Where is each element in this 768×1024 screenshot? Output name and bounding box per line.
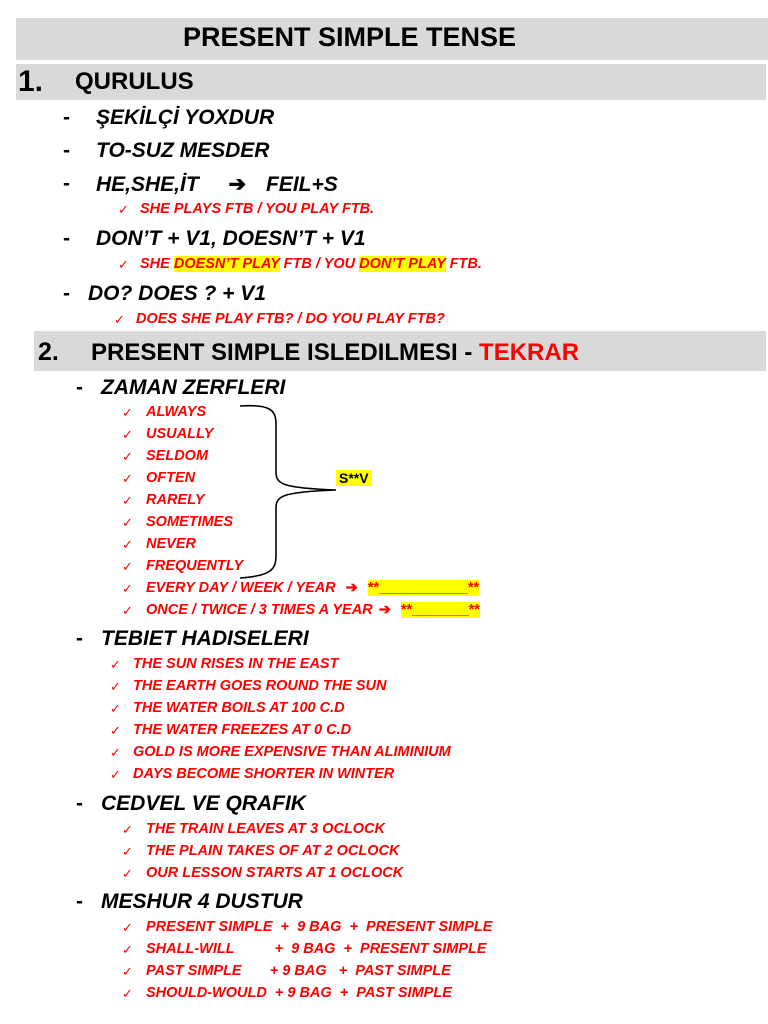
bullet-dash: - <box>63 172 70 195</box>
section2-heading-tekrar: TEKRAR <box>479 339 580 366</box>
adverb-item: RARELY <box>146 492 205 508</box>
check-icon: ✓ <box>122 471 133 486</box>
cedvel-item: THE TRAIN LEAVES AT 3 OCLOCK <box>146 821 385 837</box>
check-icon: ✓ <box>114 312 125 327</box>
meshur-item: SHOULD-WOULD + 9 BAG + PAST SIMPLE <box>146 985 452 1001</box>
check-icon: ✓ <box>122 920 133 935</box>
highlight-doesnt-play: DOESN’T PLAY <box>173 256 280 272</box>
arrow-right-icon: ➔ <box>345 580 358 596</box>
section2-number: 2. <box>38 338 59 366</box>
check-icon: ✓ <box>118 257 129 272</box>
check-icon: ✓ <box>122 427 133 442</box>
check-icon: ✓ <box>122 559 133 574</box>
check-icon: ✓ <box>122 405 133 420</box>
bullet-dash: - <box>63 227 70 250</box>
section2-heading: PRESENT SIMPLE ISLEDILMESI - TEKRAR <box>91 339 579 367</box>
check-icon: ✓ <box>110 723 121 738</box>
adverb-item: NEVER <box>146 536 196 552</box>
section1-number: 1. <box>18 65 44 98</box>
tebiet-item: DAYS BECOME SHORTER IN WINTER <box>133 766 395 782</box>
feil-s-text: FEIL+S <box>265 173 338 196</box>
meshur-item: PAST SIMPLE + 9 BAG + PAST SIMPLE <box>146 963 451 979</box>
meshur-heading: MESHUR 4 DUSTUR <box>101 890 303 913</box>
tebiet-item: THE WATER BOILS AT 100 C.D <box>133 700 345 716</box>
check-icon: ✓ <box>122 603 133 618</box>
meshur-item: PRESENT SIMPLE + 9 BAG + PRESENT SIMPLE <box>146 919 493 935</box>
right-brace-icon <box>239 404 337 579</box>
check-icon: ✓ <box>122 986 133 1001</box>
example-part: SHE <box>140 256 174 272</box>
section2-heading-text: PRESENT SIMPLE ISLEDILMESI - <box>91 339 480 366</box>
bullet-dash: - <box>76 627 83 650</box>
example-part: FTB. <box>445 256 482 272</box>
check-icon: ✓ <box>122 964 133 979</box>
section1-item-he-she-it: HE,SHE,İT ➔ FEIL+S <box>96 172 338 197</box>
section1-example-question: DOES SHE PLAY FTB? / DO YOU PLAY FTB? <box>136 311 445 327</box>
every-day-text: EVERY DAY / WEEK / YEAR <box>146 580 336 596</box>
bullet-dash: - <box>63 106 70 129</box>
section2-band <box>34 331 766 371</box>
cedvel-heading: CEDVEL VE QRAFIK <box>101 792 306 815</box>
cedvel-item: OUR LESSON STARTS AT 1 OCLOCK <box>146 865 404 881</box>
meshur-item: SHALL-WILL + 9 BAG + PRESENT SIMPLE <box>146 941 487 957</box>
he-she-it-text: HE,SHE,İT <box>96 173 199 196</box>
tebiet-item: GOLD IS MORE EXPENSIVE THAN ALIMINIUM <box>133 744 451 760</box>
s-v-note: S**V <box>336 470 372 486</box>
check-icon: ✓ <box>122 581 133 596</box>
check-icon: ✓ <box>110 657 121 672</box>
check-icon: ✓ <box>110 767 121 782</box>
title-band <box>16 18 768 60</box>
highlight-dont-play: DON’T PLAY <box>359 256 446 272</box>
section1-example-negative: SHE DOESN’T PLAY FTB / YOU DON’T PLAY FT… <box>140 256 482 272</box>
example-part: FTB / YOU <box>279 256 360 272</box>
arrow-right-icon: ➔ <box>228 173 247 196</box>
adverb-item: OFTEN <box>146 470 196 486</box>
tebiet-item: THE WATER FREEZES AT 0 C.D <box>133 722 352 738</box>
bullet-dash: - <box>76 890 83 913</box>
check-icon: ✓ <box>110 679 121 694</box>
check-icon: ✓ <box>122 537 133 552</box>
bullet-dash: - <box>63 139 70 162</box>
section1-heading: QURULUS <box>75 68 194 95</box>
adverb-item: SELDOM <box>146 448 209 464</box>
adverb-item: FREQUENTLY <box>146 558 244 574</box>
bullet-dash: - <box>76 792 83 815</box>
page-title: PRESENT SIMPLE TENSE <box>183 22 517 52</box>
cedvel-item: THE PLAIN TAKES OF AT 2 OCLOCK <box>146 843 400 859</box>
section1-item-to-suz: TO-SUZ MESDER <box>96 139 270 162</box>
section1-item-do-does: DO? DOES ? + V1 <box>88 282 266 305</box>
section1-example-plays: SHE PLAYS FTB / YOU PLAY FTB. <box>140 201 375 217</box>
check-icon: ✓ <box>122 942 133 957</box>
check-icon: ✓ <box>122 822 133 837</box>
check-icon: ✓ <box>110 701 121 716</box>
bullet-dash: - <box>63 282 70 305</box>
check-icon: ✓ <box>110 745 121 760</box>
check-icon: ✓ <box>122 449 133 464</box>
every-day-blank: **___________** <box>367 580 480 596</box>
check-icon: ✓ <box>122 844 133 859</box>
once-twice-text: ONCE / TWICE / 3 TIMES A YEAR <box>146 602 373 618</box>
adverb-item: ALWAYS <box>146 404 207 420</box>
bullet-dash: - <box>76 376 83 399</box>
check-icon: ✓ <box>122 866 133 881</box>
zaman-heading: ZAMAN ZERFLERI <box>101 376 286 399</box>
every-day-line: EVERY DAY / WEEK / YEAR ➔ **___________*… <box>146 580 480 596</box>
adverb-item: USUALLY <box>146 426 214 442</box>
section1-band <box>16 64 766 100</box>
section1-item-dont-doesnt: DON’T + V1, DOESN’T + V1 <box>96 227 366 250</box>
check-icon: ✓ <box>118 202 129 217</box>
once-twice-blank: **_______** <box>400 602 480 618</box>
tebiet-item: THE EARTH GOES ROUND THE SUN <box>133 678 387 694</box>
tebiet-item: THE SUN RISES IN THE EAST <box>133 656 339 672</box>
section1-item-sekilci: ŞEKİLÇİ YOXDUR <box>96 106 275 129</box>
arrow-right-icon: ➔ <box>378 602 391 618</box>
tebiet-heading: TEBIET HADISELERI <box>101 627 309 650</box>
check-icon: ✓ <box>122 515 133 530</box>
check-icon: ✓ <box>122 493 133 508</box>
once-twice-line: ONCE / TWICE / 3 TIMES A YEAR ➔ **______… <box>146 602 480 618</box>
adverb-item: SOMETIMES <box>146 514 234 530</box>
